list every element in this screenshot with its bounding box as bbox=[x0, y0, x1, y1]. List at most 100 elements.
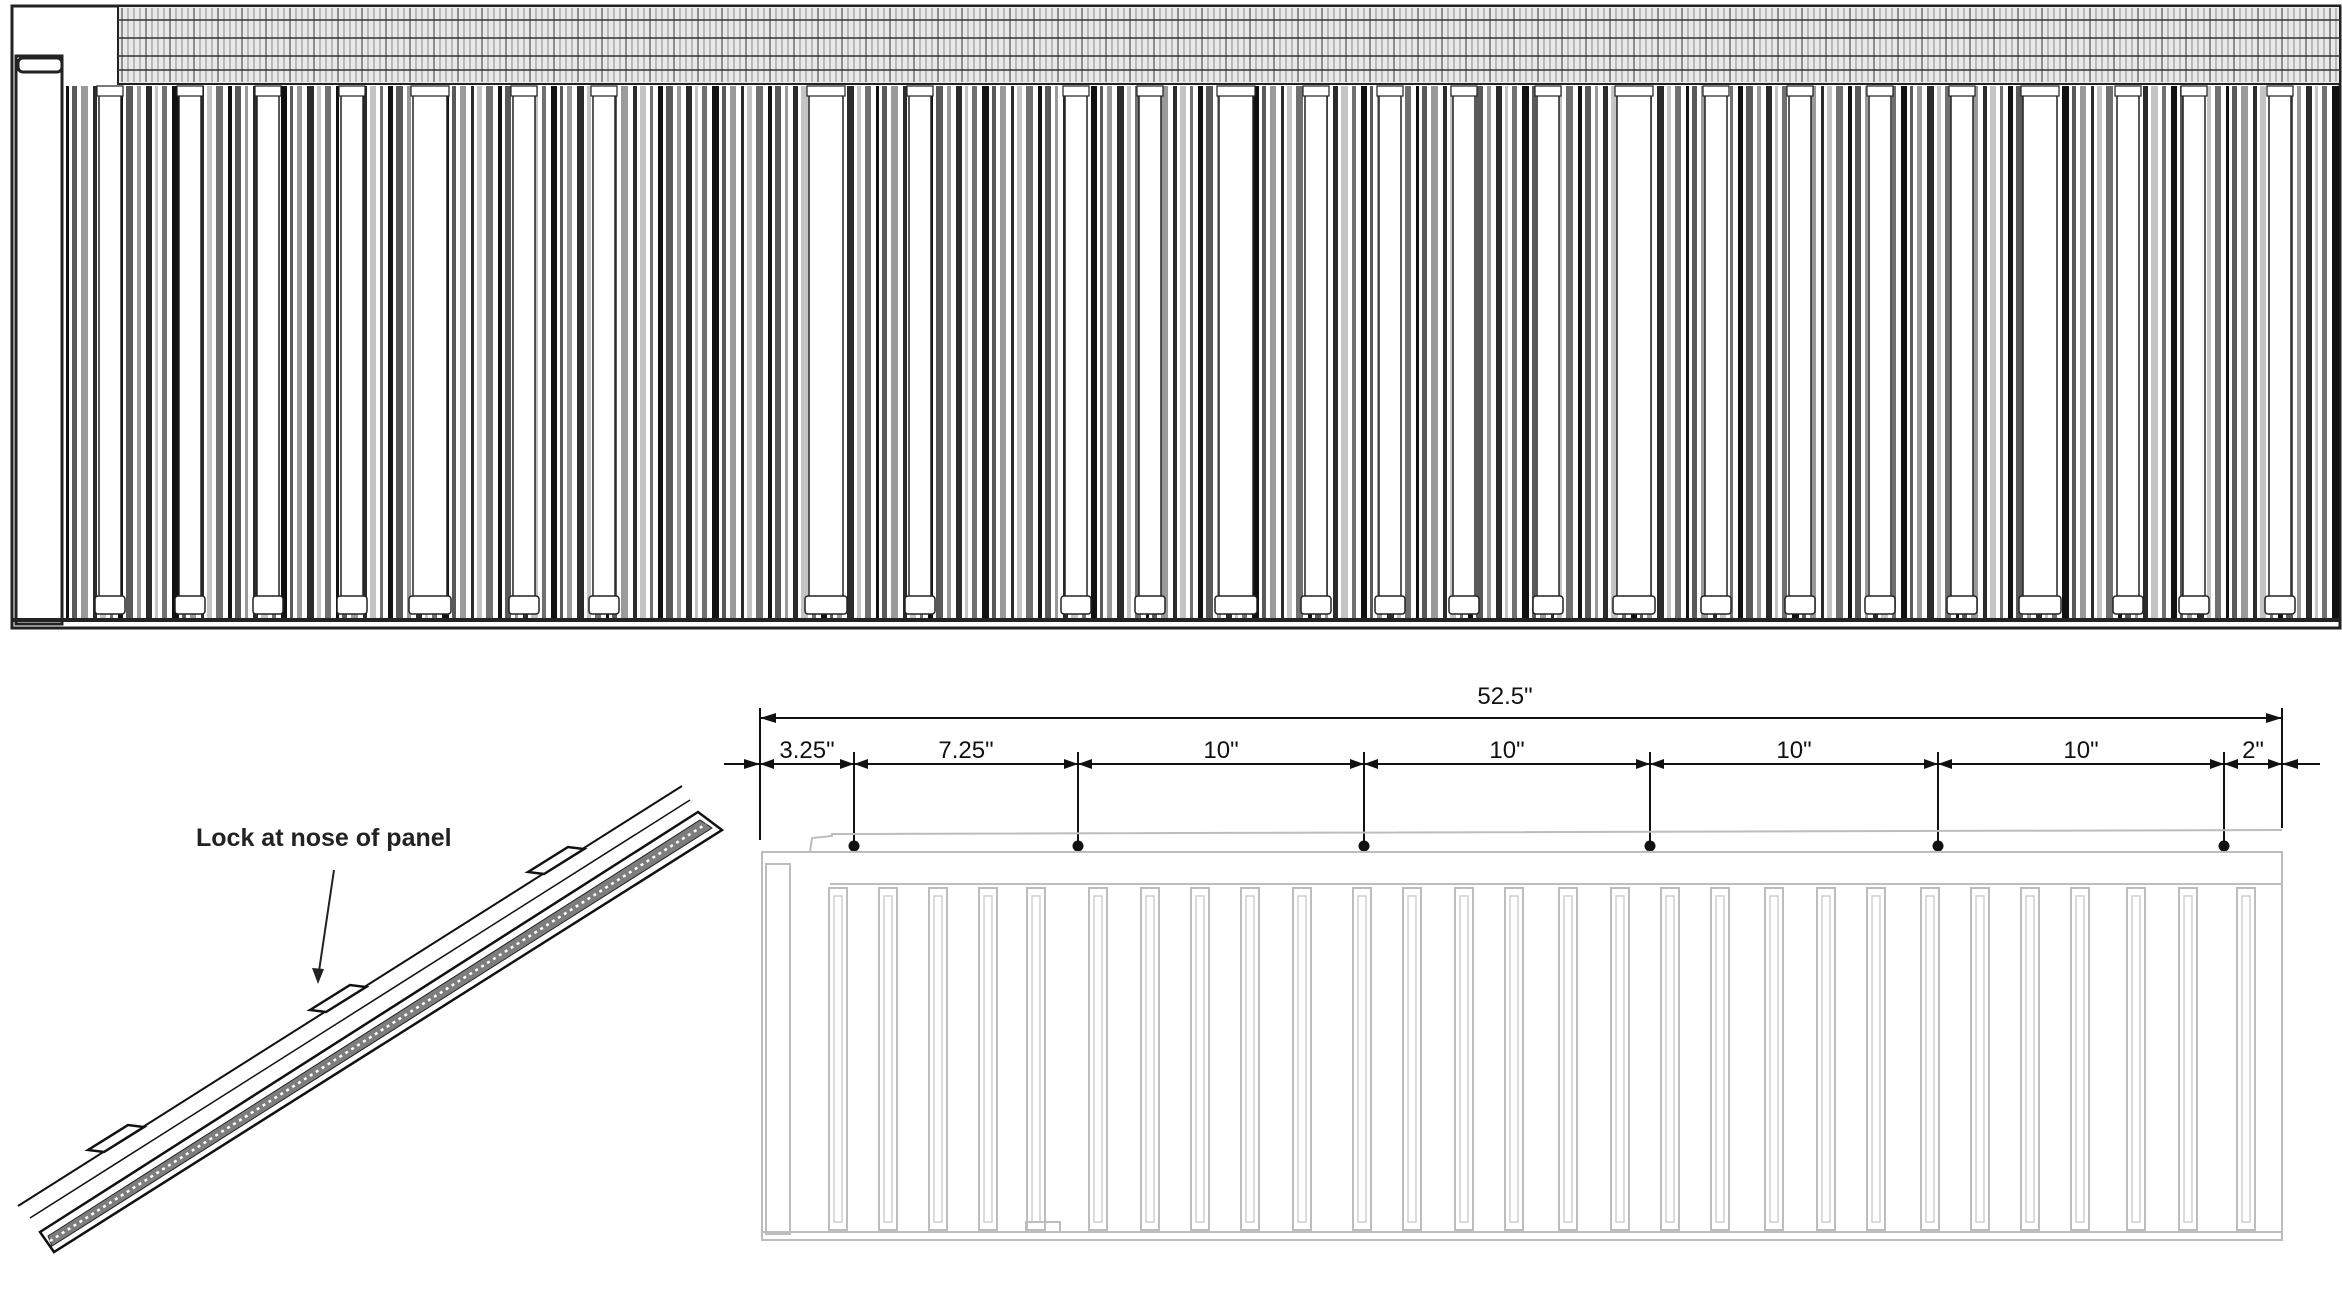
lock-callout-leader bbox=[317, 869, 335, 979]
column-white-slot bbox=[1378, 91, 1402, 607]
column-cap bbox=[1786, 85, 1814, 97]
column-foot bbox=[508, 595, 540, 615]
column-stripe bbox=[1252, 86, 1259, 620]
column-stripe bbox=[505, 86, 511, 620]
column-stripe bbox=[363, 86, 367, 620]
column-stripe bbox=[2000, 86, 2003, 620]
column-stripe bbox=[567, 86, 572, 620]
column-stripe bbox=[72, 86, 77, 620]
column-foot bbox=[2264, 595, 2296, 615]
lock-tab bbox=[524, 845, 588, 876]
column-stripe bbox=[1667, 86, 1671, 620]
column-stripe bbox=[2151, 86, 2158, 620]
column-cap bbox=[2114, 85, 2142, 97]
column-stripe bbox=[486, 86, 493, 620]
column-cap bbox=[2266, 85, 2294, 97]
column-white-slot bbox=[1218, 91, 1254, 607]
column-stripe bbox=[936, 86, 943, 620]
segment-arrow-left bbox=[1938, 759, 1952, 769]
column-stripe bbox=[560, 86, 563, 620]
column-stripe bbox=[1578, 86, 1582, 620]
column-foot bbox=[174, 595, 206, 615]
column-foot bbox=[94, 595, 126, 615]
column-stripe bbox=[551, 86, 557, 620]
segment-arrow-right bbox=[1350, 759, 1364, 769]
column-stripe bbox=[1522, 86, 1529, 620]
column-stripe bbox=[2162, 86, 2166, 620]
column-white-slot bbox=[1704, 91, 1728, 607]
rib-inner bbox=[1357, 895, 1367, 1223]
segment-arrow-left bbox=[1650, 759, 1664, 769]
column-stripe bbox=[1595, 86, 1598, 620]
rib-inner bbox=[833, 895, 843, 1223]
column-stripe bbox=[1091, 86, 1097, 620]
column-foot bbox=[2112, 595, 2144, 615]
column-stripe bbox=[155, 86, 158, 620]
column-stripe bbox=[1892, 86, 1896, 620]
rib-inner bbox=[1975, 895, 1985, 1223]
column-stripe bbox=[1038, 86, 1042, 620]
column-white-slot bbox=[592, 91, 616, 607]
column-stripe bbox=[1901, 86, 1907, 620]
column-stripe bbox=[1675, 86, 1681, 620]
segment-arrow-right bbox=[1636, 759, 1650, 769]
rib-inner bbox=[883, 895, 893, 1223]
column-stripe bbox=[201, 86, 204, 620]
column-stripe bbox=[388, 86, 393, 620]
fastener-dot bbox=[1072, 840, 1084, 852]
column-foot bbox=[1612, 595, 1656, 615]
column-stripe bbox=[2097, 86, 2102, 620]
rib-outline bbox=[978, 887, 998, 1231]
column-stripe bbox=[982, 86, 989, 620]
column-foot bbox=[904, 595, 936, 615]
rib-outline bbox=[1920, 887, 1940, 1231]
column-stripe bbox=[336, 86, 339, 620]
column-foot bbox=[1060, 595, 1092, 615]
rib-outline bbox=[1140, 887, 1160, 1231]
column-stripe bbox=[370, 86, 376, 620]
column-foot bbox=[2178, 595, 2210, 615]
column-stripe bbox=[965, 86, 968, 620]
column-stripe bbox=[2091, 86, 2094, 620]
column-stripe bbox=[577, 86, 584, 620]
rib-outline bbox=[2020, 887, 2040, 1231]
dimensioned-panel-view: 52.5" 3.25"7.25"10"10"10"10"2" bbox=[724, 683, 2320, 1241]
segment-dimension-label: 10" bbox=[1776, 737, 1811, 764]
fastener-dot bbox=[1932, 840, 1944, 852]
column-stripe bbox=[2253, 86, 2257, 620]
column-stripe bbox=[1361, 86, 1367, 620]
column-stripe bbox=[2315, 86, 2318, 620]
column-cap bbox=[1136, 85, 1164, 97]
column-stripe bbox=[2080, 86, 2086, 620]
lock-tab bbox=[306, 983, 370, 1014]
column-stripe bbox=[172, 86, 179, 620]
column-foot bbox=[1448, 595, 1480, 615]
segment-arrow-right bbox=[1064, 759, 1078, 769]
column-stripe bbox=[1161, 86, 1168, 620]
rib-outline bbox=[1764, 887, 1784, 1231]
column-cap bbox=[1948, 85, 1976, 97]
column-stripe bbox=[1983, 86, 1987, 620]
column-stripe bbox=[228, 86, 232, 620]
column-stripe bbox=[785, 86, 788, 620]
column-stripe bbox=[281, 86, 287, 620]
column-foot bbox=[2018, 595, 2062, 615]
segment-arrow-right bbox=[1924, 759, 1938, 769]
column-stripe bbox=[882, 86, 887, 620]
column-stripe bbox=[2062, 86, 2069, 620]
segment-arrow-left bbox=[760, 759, 774, 769]
panel-core bbox=[47, 819, 713, 1247]
panel-section-view: Lock at nose of panel bbox=[17, 785, 725, 1254]
rib-inner bbox=[1145, 895, 1155, 1223]
rib-outline bbox=[1866, 887, 1886, 1231]
column-stripe bbox=[857, 86, 861, 620]
column-foot bbox=[1134, 595, 1166, 615]
rib-outline bbox=[1816, 887, 1836, 1231]
column-stripe bbox=[650, 86, 653, 620]
column-stripe bbox=[1431, 86, 1438, 620]
fastener-dot bbox=[848, 840, 860, 852]
column-stripe bbox=[956, 86, 962, 620]
rib-outline bbox=[928, 887, 948, 1231]
column-cap bbox=[1302, 85, 1330, 97]
light-panel bbox=[761, 829, 2283, 1241]
